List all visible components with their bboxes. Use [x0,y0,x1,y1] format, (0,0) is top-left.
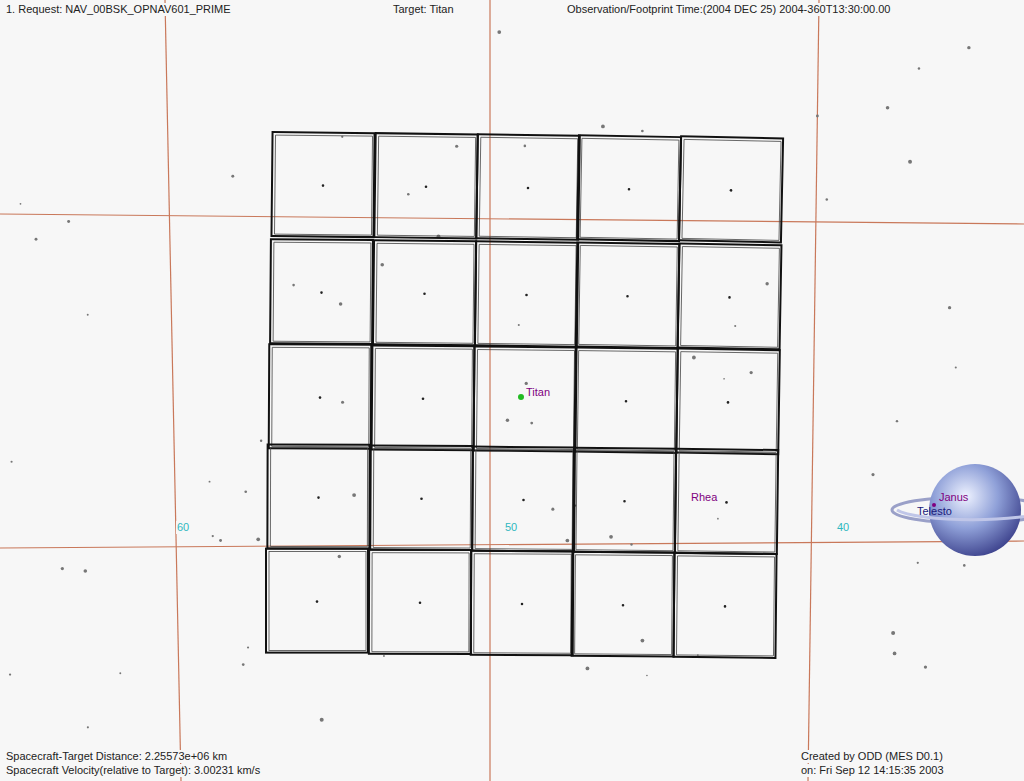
star-field [9,30,971,728]
grid-number: 40 [836,521,850,534]
date-label: on: Fri Sep 12 14:15:35 2003 [800,764,945,777]
request-label: 1. Request: NAV_00BSK_OPNAV601_PRIME [5,3,232,16]
body-name: Titan [525,386,551,399]
distance-label: Spacecraft-Target Distance: 2.25573e+06 … [5,750,228,763]
footprint-mosaic [266,132,783,658]
saturn-icon [892,464,1024,556]
titan-marker [518,394,524,400]
body-name: Rhea [690,491,718,504]
grid-number: 60 [176,521,190,534]
credit-label: Created by ODD (MES D0.1) [800,750,944,763]
target-label: Target: Titan [392,3,455,16]
moon-name: Janus [938,491,969,504]
velocity-label: Spacecraft Velocity(relative to Target):… [5,764,261,777]
moon-name: Telesto [916,505,953,518]
grid-number: 50 [504,521,518,534]
time-label: Observation/Footprint Time:(2004 DEC 25)… [566,3,891,16]
